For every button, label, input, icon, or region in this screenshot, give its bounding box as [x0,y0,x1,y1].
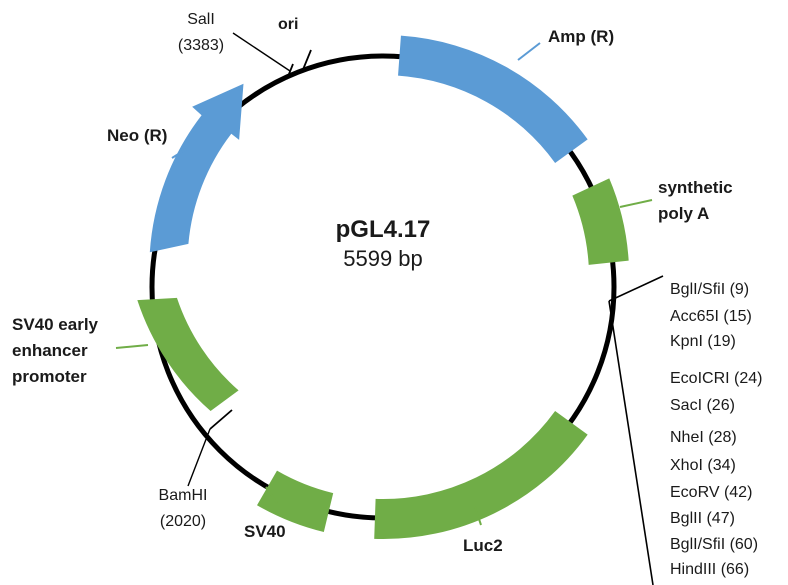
sali-leader-line [232,32,291,72]
mcs-site: BglII (47) [670,510,735,527]
polya-label-line-2: poly A [658,204,709,223]
amp-leader-line [517,42,541,61]
sali-position: (3383) [178,37,224,54]
mcs-site: EcoRV (42) [670,484,752,501]
mcs-leader-horizontal [608,275,664,302]
mcs-site: HindIII (66) [670,561,749,578]
mcs-site: SacI (26) [670,397,735,414]
sali-tick [286,63,294,80]
bamhi-position: (2020) [160,513,206,530]
bamhi-leader-line [187,428,211,487]
ori-tick [301,49,312,73]
mcs-site: BglI/SfiI (9) [670,281,749,298]
polya-label-line-1: synthetic [658,178,733,197]
mcs-site-list: BglI/SfiI (9) Acc65I (15) KpnI (19) EcoI… [670,281,762,578]
mcs-site: EcoICRI (24) [670,370,762,387]
neo-leader-line [171,147,189,159]
amp-label: Amp (R) [548,27,614,46]
synthetic-polya-arc [572,178,629,265]
sv40-arc [257,470,334,532]
luc2-arc [374,411,588,540]
promoter-label-line-2: enhancer [12,341,88,360]
mcs-site: BglI/SfiI (60) [670,536,758,553]
plasmid-name: pGL4.17 [336,216,431,243]
promoter-label-line-1: SV40 early [12,315,99,334]
bamhi-tick [209,409,233,430]
neo-resistance-arc [149,83,244,253]
plasmid-size: 5599 bp [343,246,423,271]
luc2-label: Luc2 [463,536,503,555]
promoter-leader-line [115,344,149,349]
sv40-label: SV40 [244,522,286,541]
mcs-site: XhoI (34) [670,457,736,474]
mcs-leader-vertical [608,300,654,585]
sali-label: SalI [187,11,215,28]
polya-leader-line [619,199,653,208]
amp-resistance-arc [398,35,588,163]
mcs-site: Acc65I (15) [670,308,752,325]
ori-label: ori [278,16,298,33]
neo-label: Neo (R) [107,126,167,145]
bamhi-label: BamHI [159,487,208,504]
sv40-promoter-arc [137,297,239,412]
mcs-site: KpnI (19) [670,333,736,350]
mcs-site: NheI (28) [670,429,737,446]
sv40-leader-line [265,486,278,504]
luc2-leader-line [474,506,482,526]
promoter-label-line-3: promoter [12,367,87,386]
